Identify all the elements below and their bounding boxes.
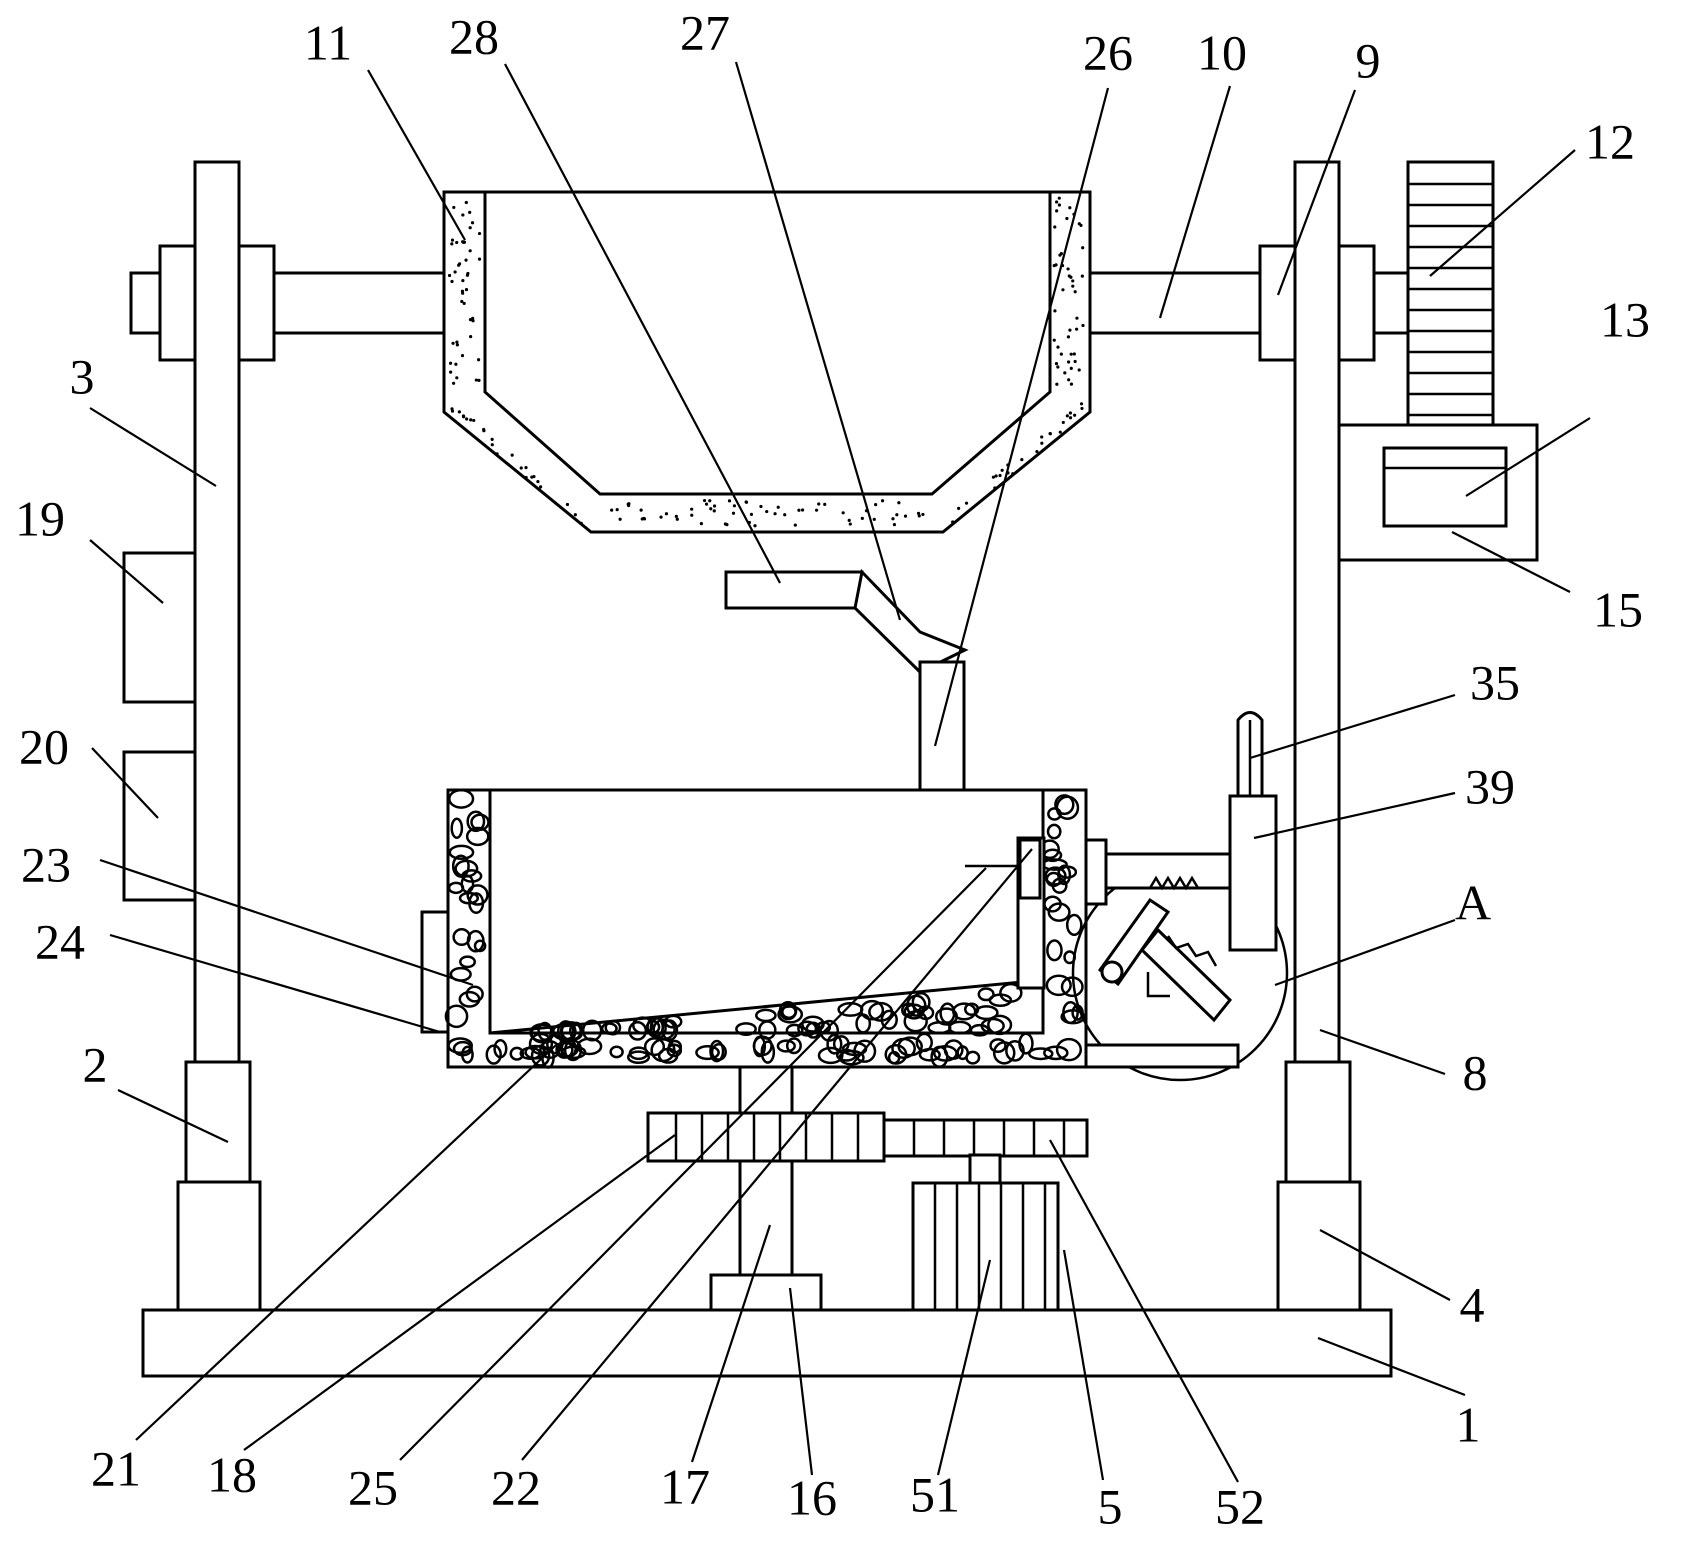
- label-52: 52: [1215, 1478, 1265, 1534]
- label-17: 17: [660, 1458, 710, 1514]
- hopper-speckle-texture: [447, 196, 1085, 528]
- bottom-motor: [911, 1181, 1060, 1312]
- label-35: 35: [1470, 654, 1520, 710]
- label-9: 9: [1356, 32, 1381, 88]
- support-bearing-16: [709, 1273, 823, 1312]
- tank-support-shaft: [738, 1065, 794, 1277]
- right-cylinder: [1284, 1060, 1352, 1184]
- left-control-box-20: [122, 750, 197, 902]
- right-bearing-outer: [1337, 244, 1376, 362]
- right-upright: [1293, 160, 1341, 1064]
- label-11: 11: [304, 14, 352, 70]
- left-shaft-cap: [129, 271, 163, 335]
- latch-hook: [1146, 972, 1170, 998]
- label-4: 4: [1460, 1276, 1485, 1332]
- left-control-box-19: [122, 551, 197, 704]
- label-26: 26: [1083, 24, 1133, 80]
- motor: [1382, 446, 1508, 528]
- label-10: 10: [1197, 24, 1247, 80]
- label-5: 5: [1098, 1478, 1123, 1534]
- discharge-chute-plate: [724, 570, 864, 610]
- discharge-chute-bend: [853, 568, 969, 674]
- label-A: A: [1455, 874, 1491, 930]
- label-28: 28: [449, 8, 499, 64]
- drive-gear: [1406, 160, 1495, 450]
- label-23: 23: [21, 836, 71, 892]
- label-3: 3: [70, 348, 95, 404]
- reference-labels: 1 2 3 4 5 8 9 10 11 12 13 15 16 17 18 19…: [15, 4, 1650, 1534]
- mech-rod: [1104, 852, 1232, 890]
- label-51: 51: [910, 1466, 960, 1522]
- label-21: 21: [91, 1440, 141, 1496]
- label-8: 8: [1463, 1044, 1488, 1100]
- left-bearing-inner: [237, 244, 276, 362]
- left-bearing-outer: [158, 244, 197, 362]
- label-39: 39: [1465, 758, 1515, 814]
- upper-hopper: [442, 190, 1092, 534]
- label-27: 27: [680, 4, 730, 60]
- label-24: 24: [35, 913, 85, 969]
- label-15: 15: [1593, 581, 1643, 637]
- right-foot-block: [1276, 1180, 1362, 1312]
- gear-train: [646, 1111, 1089, 1163]
- inner-rod: [1018, 838, 1042, 900]
- label-13: 13: [1600, 291, 1650, 347]
- sieve-pebble-texture: [529, 982, 1023, 1044]
- label-16: 16: [787, 1469, 837, 1525]
- label-2: 2: [83, 1036, 108, 1092]
- linkage-arm: [1097, 897, 1171, 987]
- base-plate: [141, 1308, 1393, 1378]
- right-shaft: [1088, 271, 1262, 335]
- label-25: 25: [348, 1459, 398, 1515]
- left-shaft: [272, 271, 446, 335]
- label-19: 19: [15, 490, 65, 546]
- label-20: 20: [19, 718, 69, 774]
- left-upright: [193, 160, 241, 1064]
- spring-arm: [1139, 927, 1233, 1023]
- label-12: 12: [1585, 113, 1635, 169]
- motor-shaft: [968, 1153, 1002, 1185]
- right-shaft-end: [1372, 271, 1410, 335]
- mech-base-plate: [1084, 1043, 1240, 1069]
- label-1: 1: [1456, 1396, 1481, 1452]
- spring-zigzag: [1148, 875, 1200, 891]
- sensor-housing-39: [1228, 794, 1278, 952]
- label-18: 18: [207, 1446, 257, 1502]
- leader-lines: [89, 61, 1591, 1483]
- label-22: 22: [491, 1459, 541, 1515]
- mech-collar: [1084, 838, 1108, 906]
- left-foot-block: [176, 1180, 262, 1312]
- left-cylinder: [184, 1060, 252, 1184]
